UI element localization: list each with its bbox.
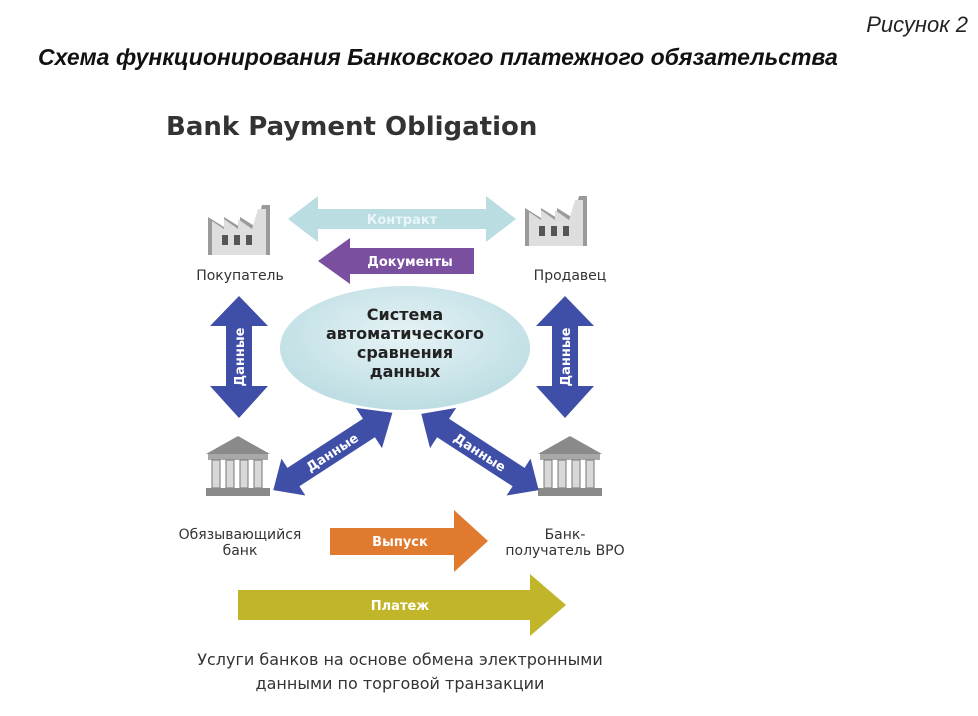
payment-label: Платеж	[371, 599, 430, 614]
seller-label: Продавец	[533, 268, 607, 284]
center-system-label: Система автоматического сравнения данных	[300, 305, 510, 381]
contract-arrow: Контракт	[288, 196, 516, 242]
bank-icon	[538, 436, 602, 496]
factory-icon	[208, 205, 270, 255]
diagram-title: Bank Payment Obligation	[166, 112, 538, 142]
footer-line1: Услуги банков на основе обмена электронн…	[197, 650, 603, 669]
center-line2: автоматического	[325, 324, 485, 343]
recipient-bank-line1: Банк-	[544, 527, 586, 543]
obligor-bank-label: Обязывающийся банк	[140, 527, 340, 559]
data-arrow-diag-left: Данные	[273, 407, 393, 496]
data-arrow-right: Данные	[536, 296, 594, 418]
center-ellipse	[280, 286, 530, 410]
data-arrow-left: Данные	[210, 296, 268, 418]
buyer-label: Покупатель	[196, 268, 284, 284]
issue-label: Выпуск	[372, 535, 428, 550]
data-right-label: Данные	[559, 327, 574, 386]
data-left-label: Данные	[233, 327, 248, 386]
issue-arrow: Выпуск	[330, 510, 488, 572]
obligor-bank-line2: банк	[222, 543, 258, 559]
contract-label: Контракт	[367, 213, 438, 228]
figure-label: Рисунок 2	[866, 12, 968, 37]
footer-caption: Услуги банков на основе обмена электронн…	[120, 648, 680, 696]
center-line4: данных	[369, 362, 441, 381]
figure-title: Схема функционирования Банковского плате…	[38, 44, 838, 70]
footer-line2: данными по торговой транзакции	[255, 674, 545, 693]
factory-icon	[525, 196, 587, 246]
data-arrow-diag-right: Данные	[421, 407, 539, 496]
documents-label: Документы	[367, 255, 453, 270]
payment-arrow: Платеж	[238, 574, 566, 636]
center-line3: сравнения	[356, 343, 454, 362]
bank-icon	[206, 436, 270, 496]
center-line1: Система	[366, 305, 444, 324]
recipient-bank-line2: получатель BPO	[505, 543, 625, 559]
documents-arrow: Документы	[318, 238, 474, 284]
obligor-bank-line1: Обязывающийся	[178, 527, 302, 543]
recipient-bank-label: Банк- получатель BPO	[480, 527, 650, 559]
